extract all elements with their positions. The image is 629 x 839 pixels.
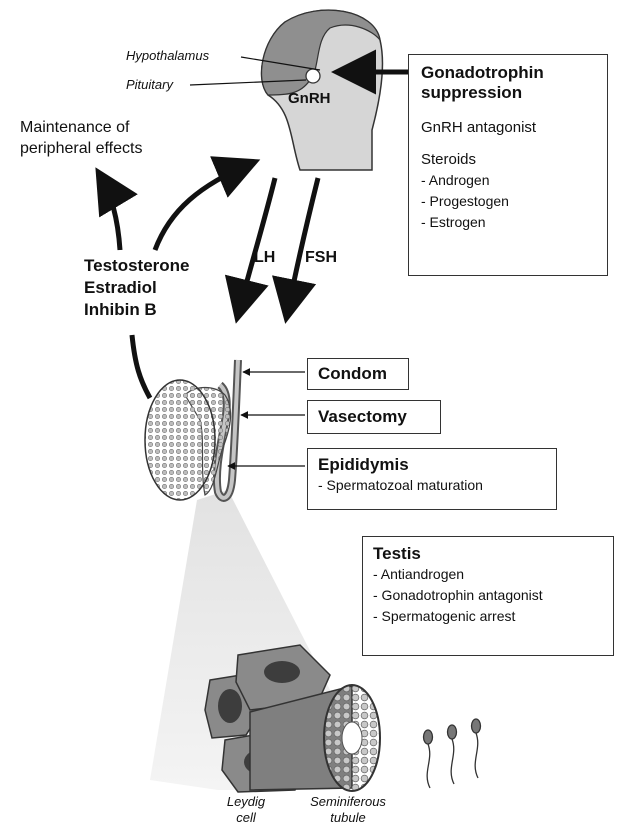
steroid-estrogen: - Estrogen <box>421 214 486 231</box>
epididymis-item: - Spermatozoal maturation <box>318 477 483 494</box>
hormone-estradiol: Estradiol <box>84 278 157 298</box>
seminiferous-line-2: tubule <box>330 809 366 825</box>
testis-title: Testis <box>373 544 421 563</box>
pituitary-circle <box>305 68 321 84</box>
seminiferous-line-1: Seminiferous <box>310 794 386 809</box>
gnrh-label: GnRH <box>288 90 331 107</box>
condom-title: Condom <box>318 364 387 383</box>
epididymis-title: Epididymis <box>318 455 409 474</box>
lh-label: LH <box>254 249 276 266</box>
testis-to-hormones-line <box>129 334 153 400</box>
pituitary-label: Pituitary <box>126 77 173 92</box>
seminiferous-tubule <box>249 684 381 792</box>
leydig-line-2: cell <box>236 809 256 825</box>
fsh-label: FSH <box>305 249 337 266</box>
fsh-arrow <box>271 177 321 324</box>
epididymis-box: Epididymis - Spermatozoal maturation <box>307 448 557 510</box>
hormone-inhibin-b: Inhibin B <box>84 300 157 320</box>
testis-antiandrogen: - Antiandrogen <box>373 566 465 583</box>
spermatozoa <box>422 718 482 789</box>
gonadotrophin-suppression-box: Gonadotrophin suppression GnRH antagonis… <box>408 54 608 276</box>
testis-illustration <box>144 379 216 501</box>
lh-arrow <box>224 177 278 324</box>
testis-spermatogenic-arrest: - Spermatogenic arrest <box>373 608 516 625</box>
peripheral-line-2: peripheral effects <box>20 139 143 157</box>
gonadotrophin-title-2: suppression <box>421 83 523 103</box>
condom-box: Condom <box>307 358 409 390</box>
hormone-list: Testosterone Estradiol Inhibin B <box>84 255 190 321</box>
gnrh-antagonist-label: GnRH antagonist <box>421 118 537 136</box>
testis-list: - Antiandrogen - Gonadotrophin antagonis… <box>373 564 603 627</box>
seminiferous-tubule-label: Seminiferous tubule <box>302 794 394 825</box>
feedback-arrow-peripheral <box>95 167 138 251</box>
steroid-list: - Androgen - Progestogen - Estrogen <box>421 170 595 233</box>
steroids-label: Steroids <box>421 151 477 169</box>
peripheral-line-1: Maintenance of <box>20 119 130 136</box>
feedback-arrow-head <box>152 156 261 251</box>
hypothalamus-pointer <box>240 56 321 71</box>
peripheral-effects-label: Maintenance of peripheral effects <box>20 118 142 160</box>
testis-gonadotrophin-antagonist: - Gonadotrophin antagonist <box>373 587 543 604</box>
gonadotrophin-title-1: Gonadotrophin <box>421 63 544 82</box>
vasectomy-box: Vasectomy <box>307 400 441 434</box>
pituitary-pointer <box>189 79 307 86</box>
hypothalamus-label: Hypothalamus <box>126 48 210 63</box>
steroid-progestogen: - Progestogen <box>421 193 509 210</box>
leydig-line-1: Leydig <box>226 794 266 809</box>
vasectomy-title: Vasectomy <box>318 407 407 426</box>
steroid-androgen: - Androgen <box>421 172 490 189</box>
testis-box: Testis - Antiandrogen - Gonadotrophin an… <box>362 536 614 656</box>
leydig-cell-label: Leydig cell <box>226 794 266 825</box>
hormone-testosterone: Testosterone <box>84 256 190 275</box>
